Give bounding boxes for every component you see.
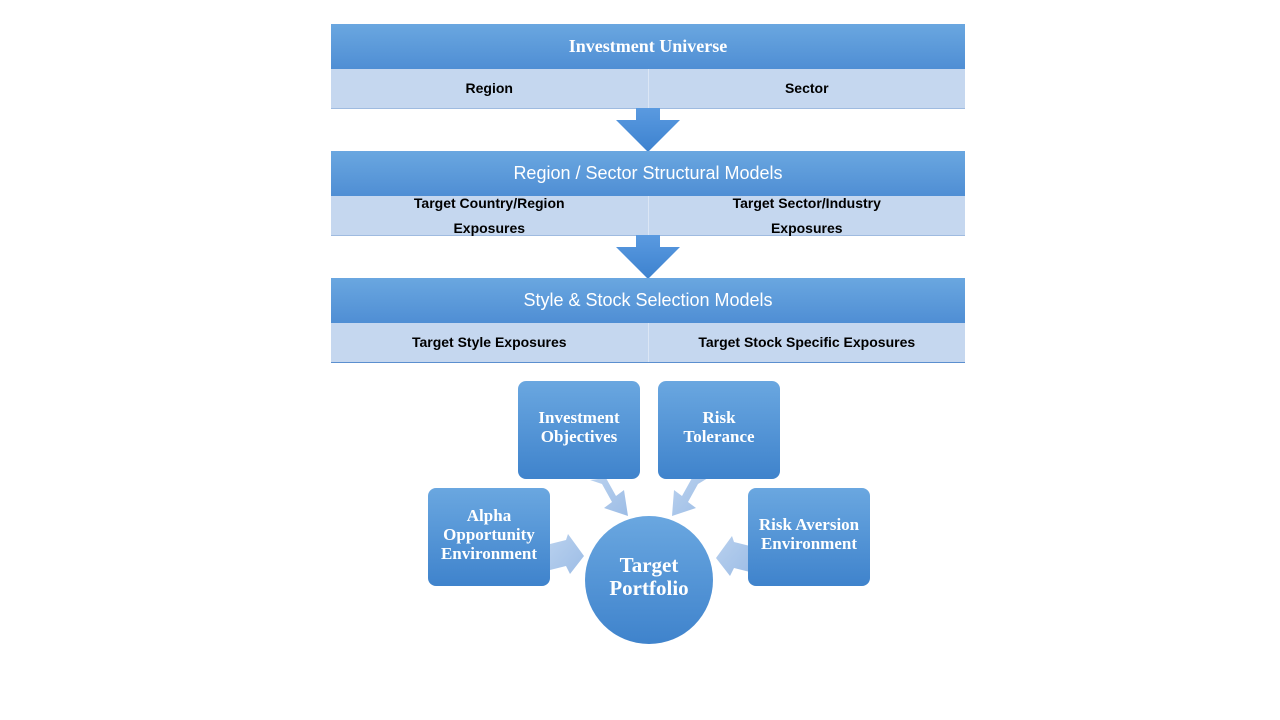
- stock-selection-block: Style & Stock Selection Models Target St…: [331, 278, 965, 363]
- down-arrow-icon: [616, 235, 680, 279]
- block-cell: Target Sector/Industry Exposures: [647, 195, 966, 236]
- arrow-icon: [716, 536, 750, 576]
- block-cell: Sector: [647, 69, 966, 108]
- investment-universe-block: Investment Universe Region Sector: [331, 24, 965, 109]
- box-label: Risk Tolerance: [683, 408, 755, 446]
- down-arrow-icon: [616, 108, 680, 152]
- circle-label: Target Portfolio: [609, 553, 689, 600]
- alpha-opportunity-box: Alpha Opportunity Environment: [428, 488, 550, 586]
- block-header: Investment Universe: [331, 24, 965, 69]
- block-row: Target Style Exposures Target Stock Spec…: [331, 323, 965, 363]
- arrow-icon: [672, 478, 708, 516]
- target-portfolio-circle: Target Portfolio: [585, 516, 713, 644]
- block-cell: Region: [465, 80, 513, 96]
- box-label: Alpha Opportunity Environment: [440, 505, 538, 563]
- block-header: Style & Stock Selection Models: [331, 278, 965, 323]
- arrow-icon: [550, 534, 584, 574]
- block-cell: Target Stock Specific Exposures: [647, 323, 966, 362]
- box-label: Risk Aversion Environment: [758, 515, 860, 553]
- block-cell: Target Country/Region Exposures: [413, 194, 565, 236]
- arrow-icon: [590, 478, 628, 516]
- block-row: Target Country/Region Exposures Target S…: [331, 194, 966, 236]
- investment-objectives-box: Investment Objectives: [518, 381, 640, 479]
- structural-models-block: Region / Sector Structural Models Target…: [331, 151, 965, 236]
- block-cell: Target Style Exposures: [411, 334, 567, 350]
- box-label: Investment Objectives: [538, 408, 620, 446]
- block-row: Region Sector: [331, 69, 965, 109]
- risk-tolerance-box: Risk Tolerance: [658, 381, 780, 479]
- risk-aversion-box: Risk Aversion Environment: [748, 488, 870, 586]
- block-header: Region / Sector Structural Models: [331, 151, 965, 196]
